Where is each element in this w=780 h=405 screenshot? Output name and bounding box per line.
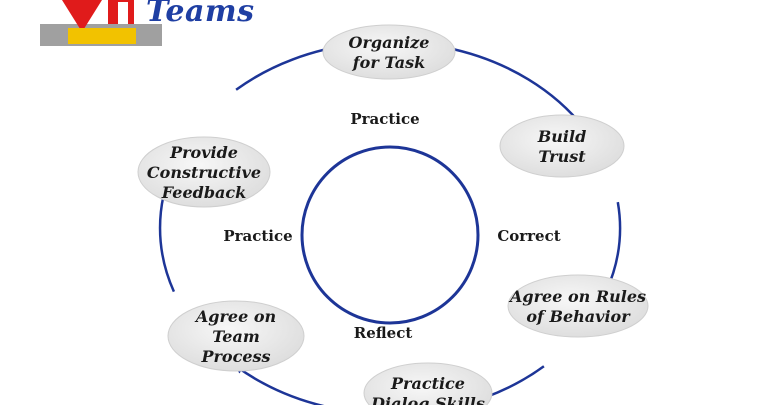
step-label-line: Dialog Skills — [370, 394, 485, 405]
logo-white-notch — [118, 2, 128, 24]
step-label-line: Feedback — [161, 183, 246, 202]
logo-title: Teams — [146, 0, 255, 29]
inner-label-left: Practice — [223, 227, 292, 245]
inner-label-bottom: Reflect — [354, 324, 413, 342]
step-bubble — [167, 300, 305, 372]
logo-mark — [40, 0, 162, 46]
step-label-line: Agree on — [194, 307, 276, 326]
step-label-line: Agree on Rules — [508, 287, 646, 306]
step-bubble — [322, 24, 456, 80]
step-label-line: Trust — [538, 147, 586, 166]
step-bubble — [137, 136, 271, 208]
step-label-line: Constructive — [147, 163, 261, 182]
step-bubble — [363, 362, 493, 405]
step-label-line: for Task — [352, 53, 425, 72]
step-label-line: Practice — [390, 374, 465, 393]
cycle-arrow-3 — [435, 365, 545, 405]
inner-circle — [300, 145, 480, 325]
inner-label-right: Correct — [497, 227, 560, 245]
step-label-line: Team — [212, 327, 260, 346]
step-label-line: Process — [200, 347, 270, 366]
step-bubble — [499, 114, 625, 178]
step-label-line: Build — [537, 127, 587, 146]
logo-yellow-block — [68, 28, 136, 44]
step-label-line: Provide — [169, 143, 238, 162]
step-label-line: Organize — [349, 33, 430, 52]
step-bubble — [507, 274, 649, 338]
logo-red-wedge — [62, 0, 102, 32]
inner-label-top: Practice — [350, 110, 419, 128]
cycle-arrow-4 — [234, 365, 325, 405]
step-label-line: of Behavior — [526, 307, 631, 326]
